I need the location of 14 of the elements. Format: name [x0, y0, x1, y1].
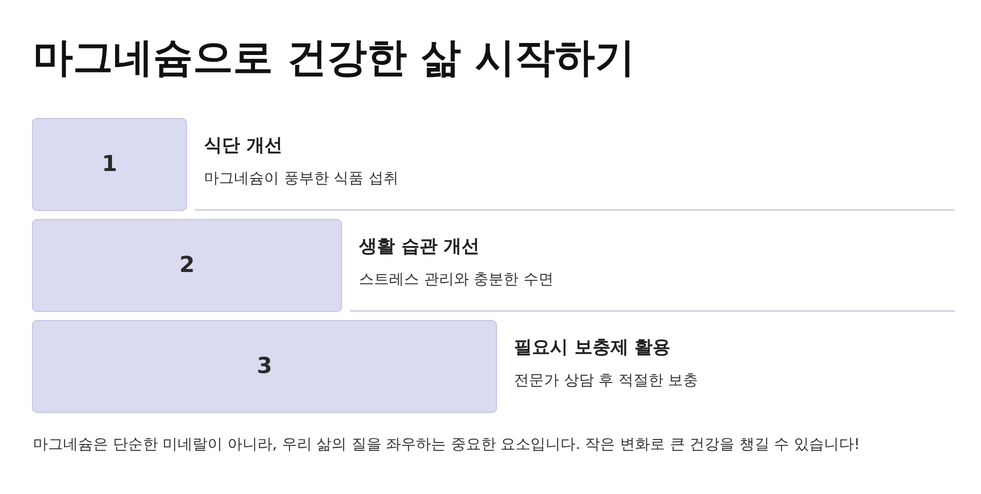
- step-heading: 생활 습관 개선: [359, 235, 480, 259]
- step-number: 3: [256, 352, 272, 380]
- caption-text: 마그네슘은 단순한 미네랄이 아니라, 우리 삶의 질을 좌우하는 중요한 요소입니다. 작은 변화로 큰 건강을 챙길 수 있습니다!: [33, 434, 860, 455]
- step-description: 스트레스 관리와 충분한 수면: [359, 269, 554, 290]
- step-number: 1: [102, 150, 118, 178]
- step-box: [32, 118, 187, 211]
- step-number: 2: [179, 252, 195, 280]
- step-heading: 필요시 보충제 활용: [514, 336, 671, 360]
- page-title: 마그네슘으로 건강한 삶 시작하기: [33, 34, 635, 83]
- step-box: [32, 219, 342, 312]
- step-description: 마그네슘이 풍부한 식품 섭취: [204, 168, 398, 189]
- step-heading: 식단 개선: [204, 134, 282, 158]
- step-description: 전문가 상담 후 적절한 보충: [514, 370, 698, 391]
- step-box: [32, 320, 497, 413]
